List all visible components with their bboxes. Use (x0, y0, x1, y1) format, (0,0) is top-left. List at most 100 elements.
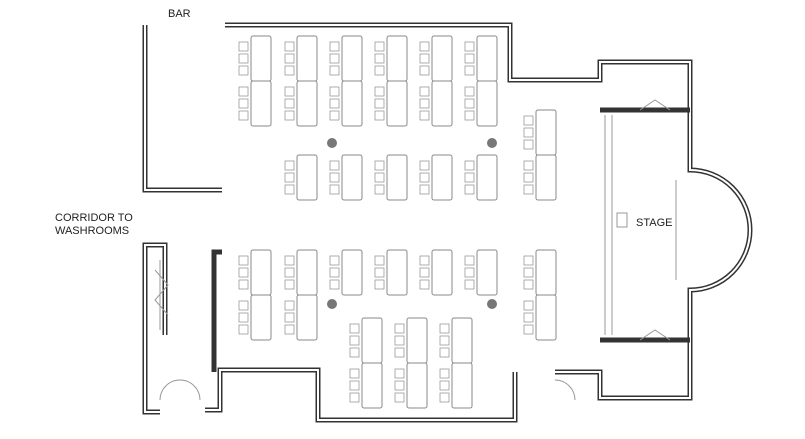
chair (419, 98, 430, 109)
chair (523, 255, 534, 266)
banquet-table (284, 35, 318, 82)
chair (523, 127, 534, 138)
banquet-table (329, 35, 363, 82)
chair (238, 41, 249, 52)
chair (329, 255, 340, 266)
banquet-table (349, 362, 383, 409)
chair (284, 172, 295, 183)
chair (439, 335, 450, 346)
table (386, 249, 408, 296)
chair (349, 392, 360, 403)
banquet-table (374, 249, 408, 296)
banquet-table (284, 154, 318, 201)
chair (374, 255, 385, 266)
chair (329, 65, 340, 76)
chair (238, 110, 249, 121)
chair (464, 41, 475, 52)
chair (284, 53, 295, 64)
chair (523, 324, 534, 335)
table (341, 154, 363, 201)
banquet-table (284, 249, 318, 296)
chair (523, 279, 534, 290)
chair (464, 184, 475, 195)
banquet-table (464, 35, 498, 82)
table (296, 294, 318, 341)
chair (238, 300, 249, 311)
chair (419, 184, 430, 195)
table (341, 80, 363, 127)
chair (374, 184, 385, 195)
table (386, 80, 408, 127)
banquet-table (238, 294, 272, 341)
pillar (327, 138, 337, 148)
chair (464, 65, 475, 76)
bar-label: BAR (168, 8, 191, 20)
chair (284, 312, 295, 323)
chair (464, 110, 475, 121)
chair (238, 279, 249, 290)
stage-label: STAGE (636, 217, 672, 229)
chair (464, 267, 475, 278)
chair (464, 98, 475, 109)
table (406, 362, 428, 409)
chair (329, 53, 340, 64)
table (341, 249, 363, 296)
banquet-table (419, 80, 453, 127)
table (250, 35, 272, 82)
chair (329, 98, 340, 109)
chair (349, 323, 360, 334)
banquet-table (374, 35, 408, 82)
chair (374, 160, 385, 171)
table (451, 362, 473, 409)
chair (374, 65, 385, 76)
table (431, 249, 453, 296)
table (296, 249, 318, 296)
banquet-table (464, 154, 498, 201)
chair (329, 172, 340, 183)
banquet-table (394, 362, 428, 409)
table (386, 154, 408, 201)
table (406, 317, 428, 364)
banquet-table (374, 154, 408, 201)
banquet-table (439, 317, 473, 364)
table (476, 35, 498, 82)
chair (419, 41, 430, 52)
chair (523, 160, 534, 171)
chair (284, 41, 295, 52)
table (386, 35, 408, 82)
banquet-table (419, 249, 453, 296)
chair (464, 255, 475, 266)
chair (284, 267, 295, 278)
chair (329, 279, 340, 290)
chair (419, 279, 430, 290)
corridor-label-line1: CORRIDOR TO (55, 212, 133, 224)
banquet-table (394, 317, 428, 364)
chair (419, 86, 430, 97)
chair (419, 172, 430, 183)
banquet-table (439, 362, 473, 409)
chair (419, 65, 430, 76)
chair (284, 300, 295, 311)
chair (238, 255, 249, 266)
pillar (327, 299, 337, 309)
chair (238, 53, 249, 64)
chair (284, 65, 295, 76)
chair (419, 110, 430, 121)
chair (238, 86, 249, 97)
chair (374, 53, 385, 64)
table (476, 154, 498, 201)
table (296, 35, 318, 82)
chair (394, 380, 405, 391)
banquet-table (523, 154, 557, 201)
banquet-table (374, 80, 408, 127)
chair (329, 110, 340, 121)
table (296, 80, 318, 127)
chair (419, 53, 430, 64)
chair (238, 312, 249, 323)
corridor-label-line2: WASHROOMS (55, 225, 129, 237)
chair (523, 312, 534, 323)
chair (439, 323, 450, 334)
pillar (487, 138, 497, 148)
chair (523, 300, 534, 311)
chair (523, 115, 534, 126)
